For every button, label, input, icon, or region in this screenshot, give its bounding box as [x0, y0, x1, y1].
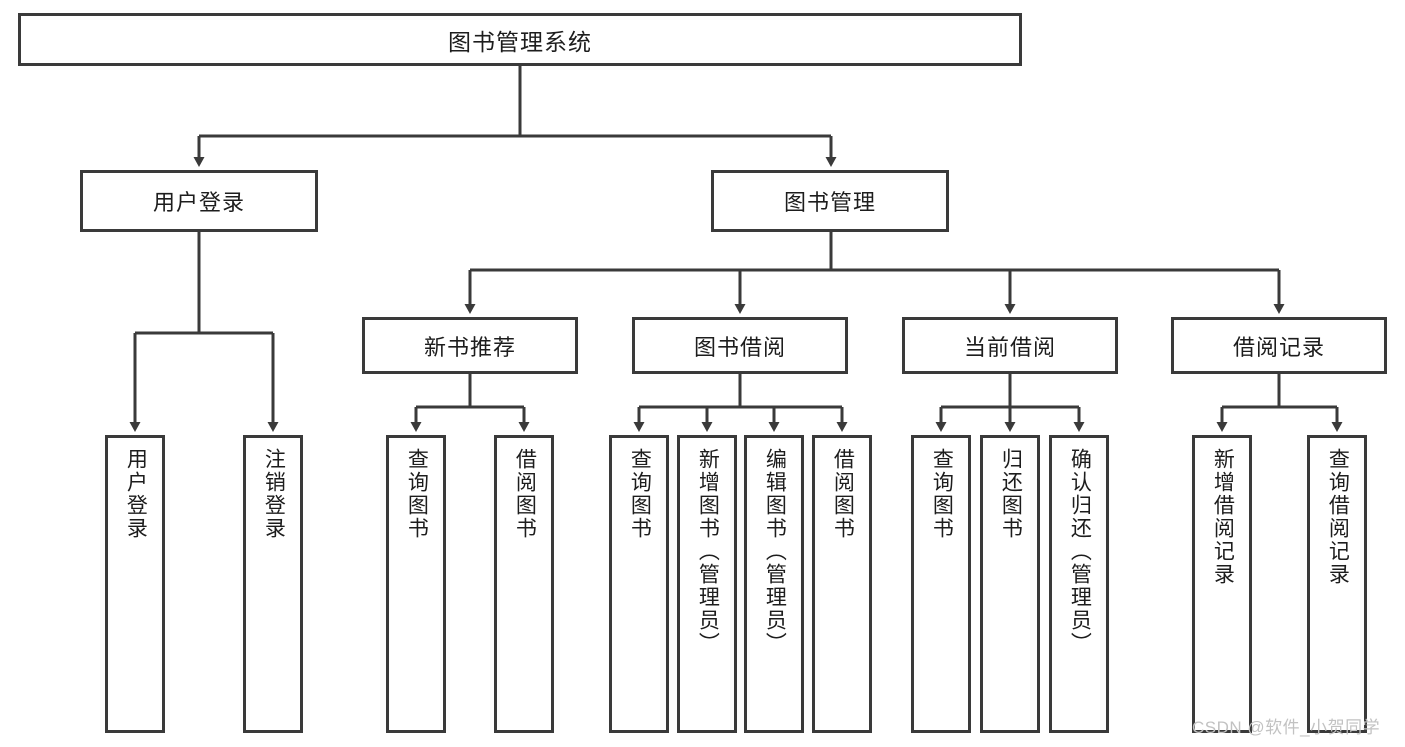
leaf-borrow-add-book-admin[interactable]: 新增图书（管理员） — [677, 435, 737, 733]
node-book-borrow[interactable]: 图书借阅 — [632, 317, 848, 374]
leaf-label: 查询图书 — [405, 448, 429, 540]
leaf-new-book-borrow[interactable]: 借阅图书 — [494, 435, 554, 733]
node-borrow-record[interactable]: 借阅记录 — [1171, 317, 1387, 374]
node-label: 图书管理 — [783, 190, 876, 215]
leaf-label: 归还图书 — [999, 448, 1023, 540]
node-root-system[interactable]: 图书管理系统 — [18, 13, 1022, 66]
leaf-current-confirm-return-admin[interactable]: 确认归还（管理员） — [1049, 435, 1109, 733]
leaf-label: 注销登录 — [262, 448, 286, 540]
node-label: 用户登录 — [152, 190, 245, 215]
leaf-label: 编辑图书（管理员） — [763, 448, 787, 655]
node-label: 图书借阅 — [693, 334, 786, 360]
leaf-borrow-query-book[interactable]: 查询图书 — [609, 435, 669, 733]
leaf-label: 查询图书 — [930, 448, 954, 540]
leaf-label: 新增图书（管理员） — [696, 448, 720, 655]
leaf-record-add-record[interactable]: 新增借阅记录 — [1192, 435, 1252, 733]
leaf-label: 确认归还（管理员） — [1068, 448, 1092, 655]
csdn-watermark: CSDN @软件_小贺同学 — [1192, 718, 1381, 737]
node-label: 新书推荐 — [423, 334, 516, 360]
leaf-label: 借阅图书 — [513, 448, 537, 540]
leaf-user-login-signout[interactable]: 注销登录 — [243, 435, 303, 733]
leaf-borrow-borrow-book[interactable]: 借阅图书 — [812, 435, 872, 733]
leaf-current-query-book[interactable]: 查询图书 — [911, 435, 971, 733]
node-label: 借阅记录 — [1232, 334, 1325, 360]
node-book-management[interactable]: 图书管理 — [711, 170, 949, 232]
node-new-book-recommend[interactable]: 新书推荐 — [362, 317, 578, 374]
leaf-user-login-signin[interactable]: 用户登录 — [105, 435, 165, 733]
leaf-label: 查询借阅记录 — [1326, 448, 1350, 586]
leaf-label: 借阅图书 — [831, 448, 855, 540]
leaf-current-return-book[interactable]: 归还图书 — [980, 435, 1040, 733]
leaf-new-book-query[interactable]: 查询图书 — [386, 435, 446, 733]
leaf-label: 用户登录 — [124, 448, 148, 540]
node-label: 当前借阅 — [963, 334, 1056, 360]
node-current-borrow[interactable]: 当前借阅 — [902, 317, 1118, 374]
node-user-login[interactable]: 用户登录 — [80, 170, 318, 232]
leaf-borrow-edit-book-admin[interactable]: 编辑图书（管理员） — [744, 435, 804, 733]
leaf-label: 查询图书 — [628, 448, 652, 540]
leaf-record-query-record[interactable]: 查询借阅记录 — [1307, 435, 1367, 733]
leaf-label: 新增借阅记录 — [1211, 448, 1235, 586]
node-label: 图书管理系统 — [448, 28, 592, 55]
